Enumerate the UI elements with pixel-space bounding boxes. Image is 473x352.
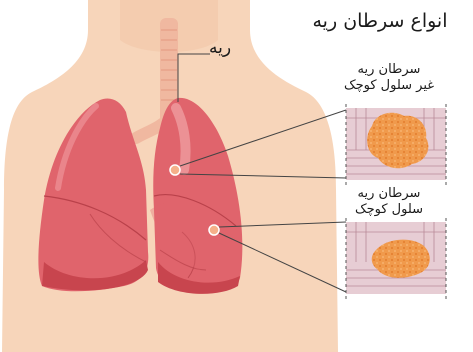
tissue-inset-2	[346, 218, 446, 300]
type-label-non-small-cell: سرطان ریه غیر سلول کوچک	[334, 62, 444, 94]
tumor-spot-1	[170, 165, 180, 175]
type-label-line: سرطان ریه	[334, 186, 444, 202]
type-label-small-cell: سرطان ریه سلول کوچک	[334, 186, 444, 218]
lung-label: ریه	[190, 38, 250, 58]
type-label-line: سلول کوچک	[334, 202, 444, 218]
type-label-line: غیر سلول کوچک	[334, 78, 444, 94]
tumor-spot-2	[209, 225, 219, 235]
diagram-title: انواع سرطان ریه	[294, 10, 466, 32]
tissue-inset-1	[346, 104, 446, 186]
type-label-line: سرطان ریه	[334, 62, 444, 78]
